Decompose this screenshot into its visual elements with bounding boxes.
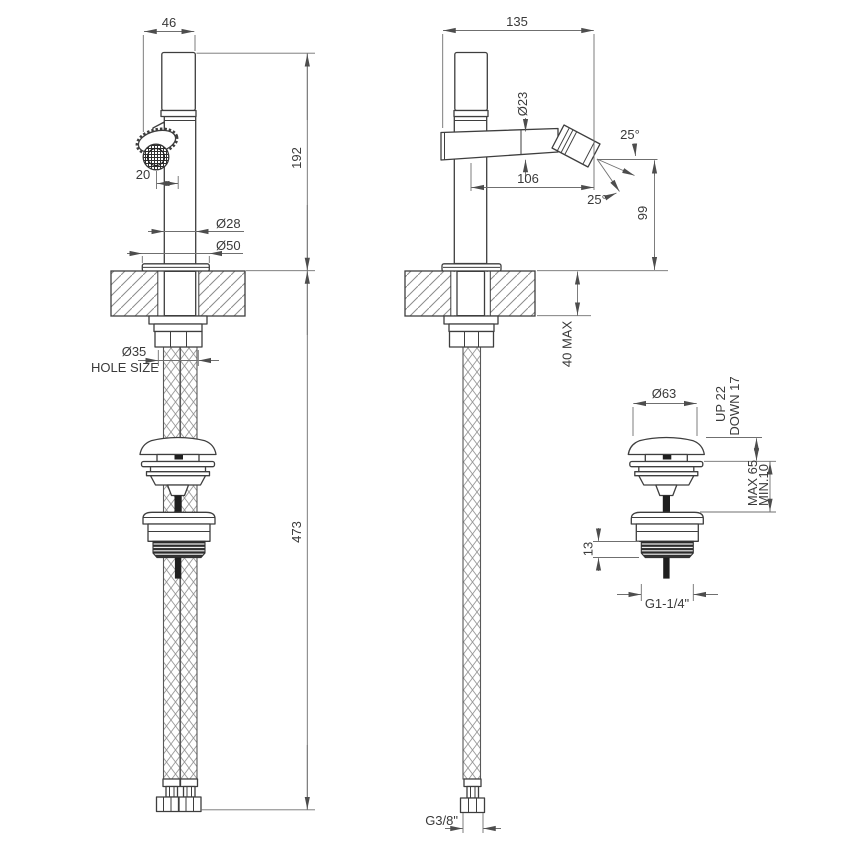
hose-right: [179, 346, 198, 780]
fixing-set-side: [443, 315, 499, 348]
spout-side: [440, 127, 559, 161]
hose-side: [462, 346, 482, 780]
front-dimensions: 46 20 Ø28 Ø50 Ø35 HOLE SIZE: [91, 15, 315, 811]
dim-20: 20: [136, 167, 150, 182]
dim-135: 135: [506, 14, 528, 29]
waste-cap: [139, 436, 217, 456]
popup-waste-detail: [627, 436, 705, 580]
hose-nut-side: [459, 797, 486, 814]
waste-detail-view: Ø63 UP 22 DOWN 17 MAX 65 MIN.10 13 G1-1/…: [581, 376, 776, 611]
hose-nut-right: [178, 796, 202, 813]
dim-40max: 40 MAX: [560, 321, 575, 368]
dim-28: Ø28: [216, 216, 241, 231]
dim-35: Ø35: [122, 344, 147, 359]
spout-knurl-ring: [135, 127, 179, 156]
deck-front: [110, 270, 246, 317]
dim-63: Ø63: [652, 386, 677, 401]
dim-angle-down: 25°: [587, 192, 607, 207]
hose-fittings-front: [155, 778, 202, 813]
fixing-nut-side: [448, 330, 495, 348]
handle-front: [161, 51, 196, 112]
dim-max65: MAX 65: [745, 460, 760, 506]
dim-g114: G1-1/4": [645, 596, 690, 611]
dim-50: Ø50: [216, 238, 241, 253]
front-view: 46 20 Ø28 Ø50 Ø35 HOLE SIZE: [91, 15, 315, 813]
dim-angle-up: 25°: [620, 127, 640, 142]
hose-nut-left: [155, 796, 180, 813]
supply-hose-side: [462, 346, 482, 780]
waste-rod-upper: [174, 495, 182, 513]
spout-nozzle: [551, 124, 601, 168]
waste-body-flange: [142, 511, 216, 525]
waste-body: [147, 523, 211, 542]
waste-thread: [152, 540, 206, 559]
waste-flange: [140, 460, 216, 468]
dim-up22: UP 22: [713, 386, 728, 422]
handle-base-front: [160, 109, 197, 118]
hose-fitting-side: [459, 778, 486, 814]
dim-g38: G3/8": [425, 813, 458, 828]
dim-13: 13: [581, 542, 596, 556]
waste-rod-lower: [174, 557, 182, 579]
dim-46: 46: [162, 15, 176, 30]
fixing-nut-front: [154, 330, 203, 348]
handle-base-side: [453, 109, 489, 118]
dim-192: 192: [289, 147, 304, 169]
dim-23: Ø23: [515, 92, 530, 117]
hole-size-label: HOLE SIZE: [91, 360, 159, 375]
deck-side: [404, 270, 536, 317]
side-view: 135 Ø23 106 25° 25° 99 40 MAX: [404, 14, 668, 833]
faucet-shank-side: [456, 270, 486, 317]
handle-side: [454, 51, 488, 112]
popup-waste-front: [139, 436, 217, 579]
mixer-side: [440, 51, 601, 272]
dim-down17: DOWN 17: [727, 376, 742, 435]
dim-106: 106: [517, 171, 539, 186]
waste-dimensions: Ø63 UP 22 DOWN 17 MAX 65 MIN.10 13 G1-1/…: [581, 376, 776, 611]
side-dimensions: 135 Ø23 106 25° 25° 99 40 MAX: [425, 14, 668, 833]
dim-min10: MIN.10: [756, 464, 771, 506]
faucet-shank-front: [163, 270, 197, 317]
dim-473: 473: [289, 521, 304, 543]
dim-99: 99: [635, 206, 650, 220]
mixer-front: [135, 51, 210, 272]
fixing-set-front: [148, 315, 208, 348]
